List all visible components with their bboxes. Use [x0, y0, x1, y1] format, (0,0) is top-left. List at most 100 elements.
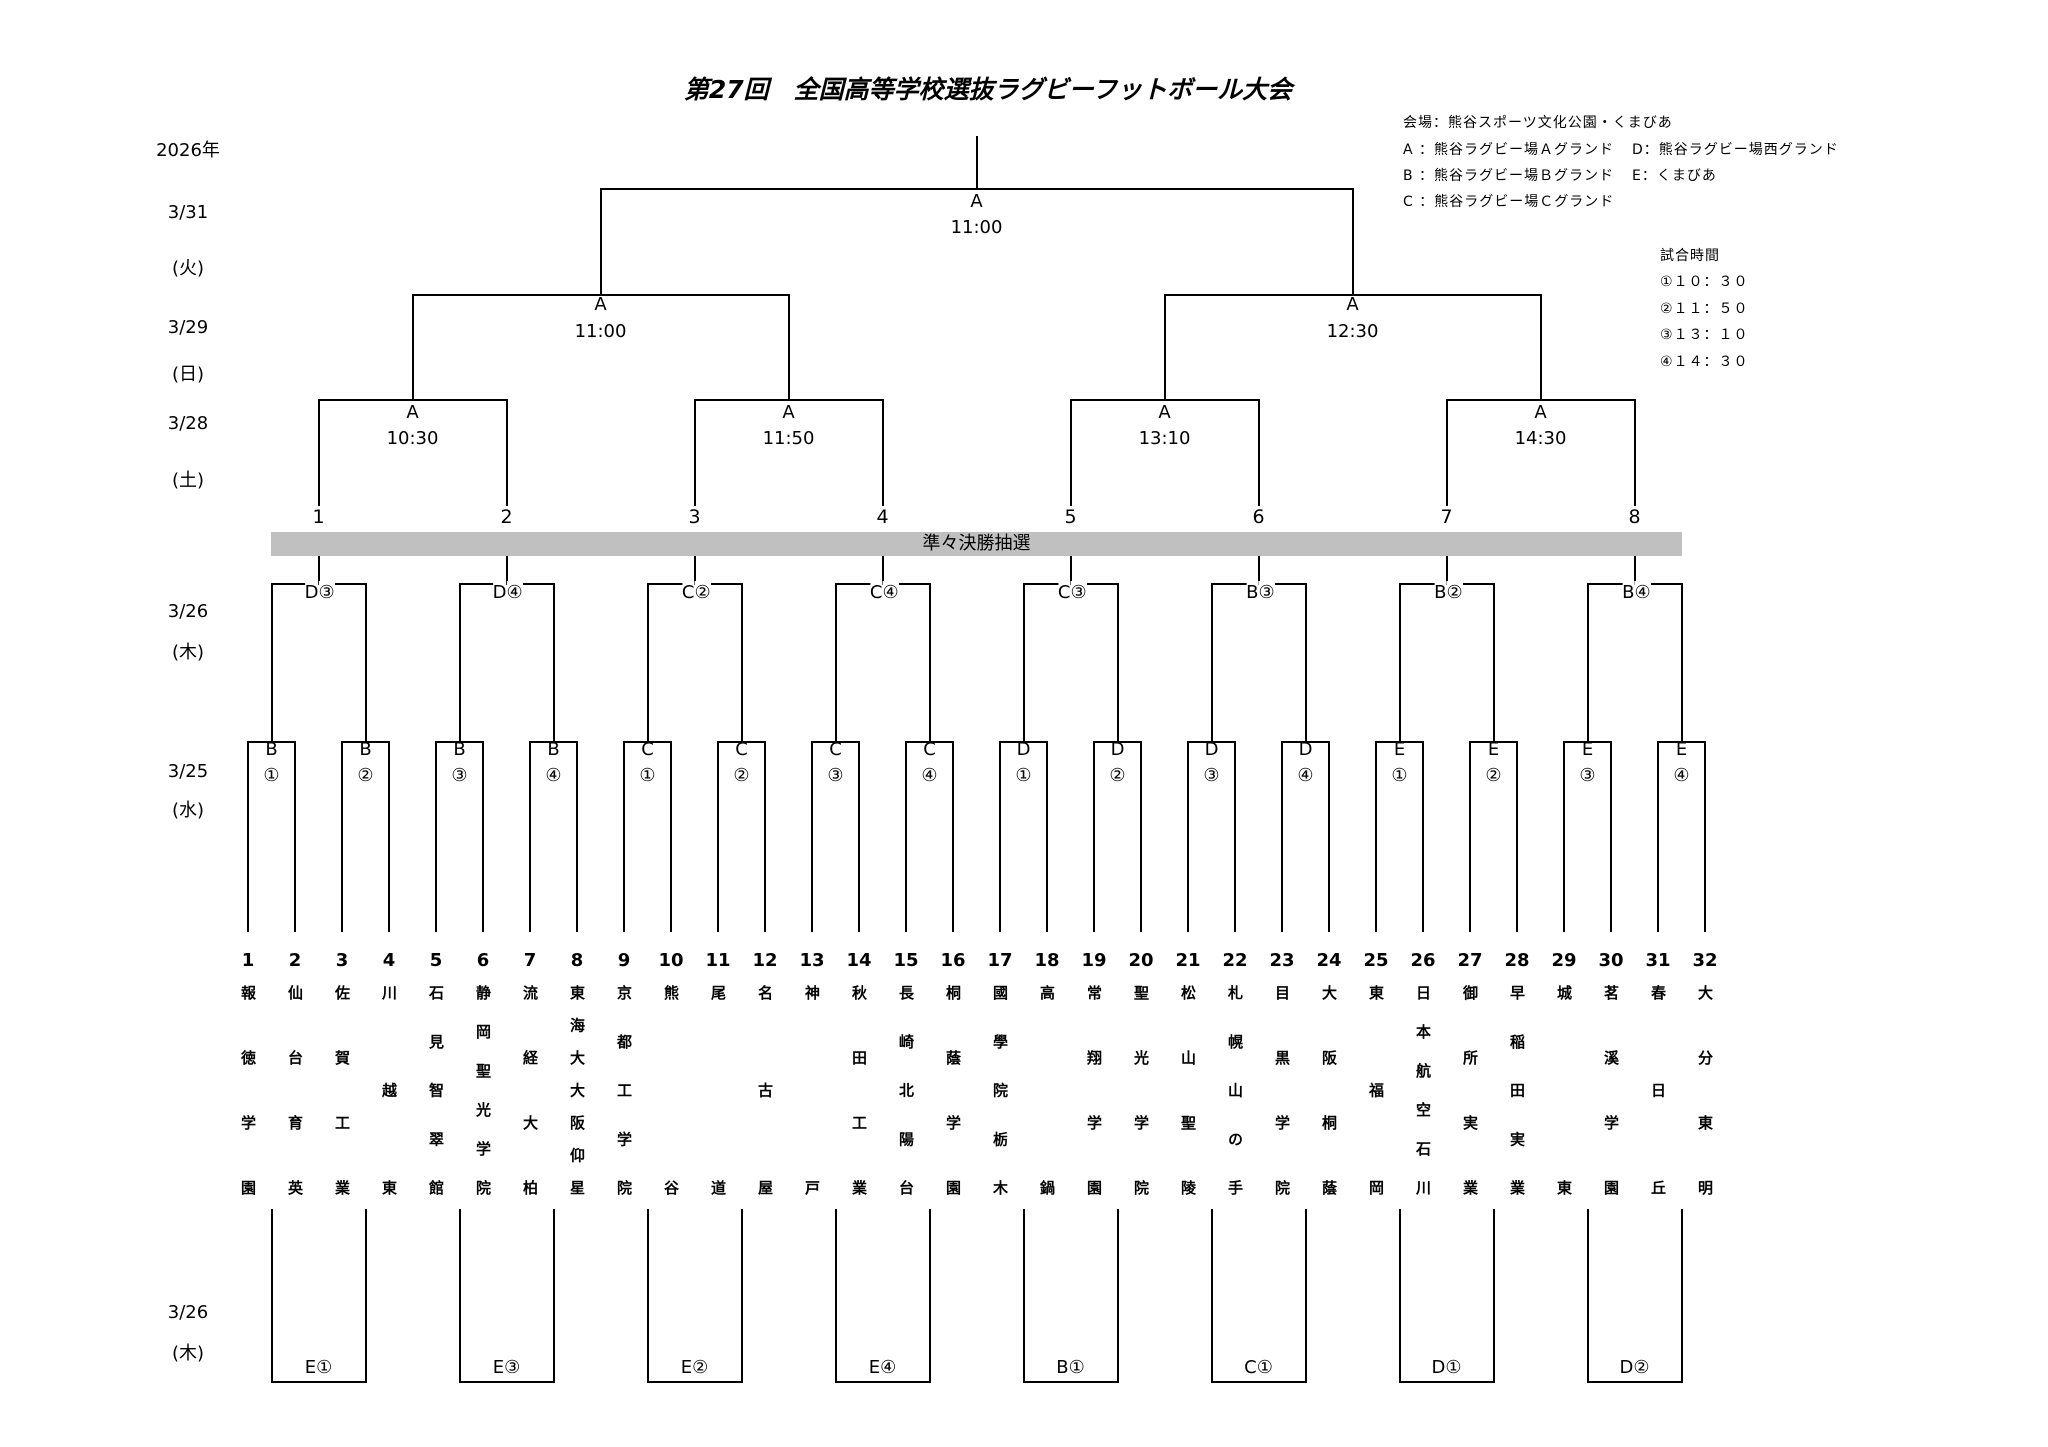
team-seed-number: 2: [288, 950, 302, 971]
quarterfinal-day: (土): [171, 470, 205, 491]
round1-slot: ④: [921, 765, 938, 786]
team-seed-number: 7: [523, 950, 537, 971]
team-name: 桐蔭学園: [944, 985, 962, 1245]
round2-winner-line: [505, 556, 508, 583]
round1-venue: C: [829, 739, 842, 760]
round2-winner-line: [693, 556, 696, 583]
round1-match-bracket: [247, 741, 296, 932]
quarterfinal-venue: A: [782, 402, 795, 423]
round2-match-bracket: [270, 583, 367, 741]
quarterfinal-bracket: [1069, 399, 1260, 506]
venue-c: C ：熊谷ラグビー場Ｃグランド: [1403, 194, 1615, 210]
consolation-bracket: [646, 1209, 743, 1383]
round1-slot: ④: [1297, 765, 1314, 786]
round1-venue: C: [641, 739, 654, 760]
team-name: 石見智翠館: [427, 985, 445, 1229]
draw-slot-number: 4: [876, 506, 889, 528]
round2-label-slot: ③: [1070, 581, 1087, 605]
page-title: 第27回 全国高等学校選抜ラグビーフットボール大会: [683, 75, 1293, 104]
quarterfinal-venue: A: [406, 402, 419, 423]
quarterfinal-time: 13:10: [1138, 428, 1191, 449]
team-name: 城東: [1555, 985, 1573, 1375]
quarterfinal-time: 10:30: [386, 428, 439, 449]
round1-slot: ②: [733, 765, 750, 786]
draw-slot-number: 8: [1628, 506, 1641, 528]
round1-match-bracket: [529, 741, 578, 932]
round2-day: (木): [171, 642, 205, 663]
draw-slot-number: 6: [1252, 506, 1265, 528]
round1-match-bracket: [1375, 741, 1424, 932]
round1-match-bracket: [623, 741, 672, 932]
round1-venue: C: [923, 739, 936, 760]
round2-label-venue: C: [681, 581, 695, 605]
final-bracket: [599, 188, 1354, 294]
team-seed-number: 30: [1598, 950, 1624, 971]
match-time-1: ①１０：３０: [1660, 274, 1749, 290]
team-name: 秋田工業: [850, 985, 868, 1245]
match-time-4: ④１４：３０: [1660, 354, 1749, 370]
team-name: 熊谷: [662, 985, 680, 1375]
team-seed-number: 4: [382, 950, 396, 971]
round2-match-bracket: [458, 583, 555, 741]
round2-label-venue: D: [304, 581, 319, 605]
round2-match-bracket: [1586, 583, 1683, 741]
team-name: 札幌山の手: [1226, 985, 1244, 1229]
round1-slot: ②: [1485, 765, 1502, 786]
round2-label-venue: B: [1246, 581, 1259, 605]
team-seed-number: 29: [1551, 950, 1577, 971]
round2-label-venue: B: [1434, 581, 1447, 605]
year-label: 2026年: [156, 140, 220, 161]
semifinal-day: (日): [171, 364, 205, 385]
round1-venue: E: [1581, 739, 1594, 760]
consolation-label: B①: [1056, 1357, 1085, 1378]
consolation-label: E④: [868, 1357, 897, 1378]
round1-slot: ②: [1109, 765, 1126, 786]
team-name: 仙台育英: [286, 985, 304, 1245]
team-seed-number: 21: [1175, 950, 1201, 971]
semifinal-time: 11:00: [574, 321, 627, 342]
round1-slot: ④: [545, 765, 562, 786]
round2-match-bracket: [1398, 583, 1495, 741]
round2-label-slot: ④: [506, 581, 523, 605]
round1-match-bracket: [341, 741, 390, 932]
round1-match-bracket: [717, 741, 766, 932]
consolation-bracket: [834, 1209, 931, 1383]
consolation-label: E③: [492, 1357, 521, 1378]
round2-label-venue: D: [492, 581, 507, 605]
quarterfinal-time: 11:50: [762, 428, 815, 449]
round1-match-bracket: [999, 741, 1048, 932]
team-seed-number: 5: [429, 950, 443, 971]
team-name: 長崎北陽台: [897, 985, 915, 1229]
round1-match-bracket: [1281, 741, 1330, 932]
consolation-label: C①: [1244, 1357, 1273, 1378]
team-seed-number: 1: [241, 950, 255, 971]
champion-line: [975, 136, 978, 188]
final-day: (火): [171, 258, 205, 279]
consolation-bracket: [1586, 1209, 1683, 1383]
consolation-label: D①: [1431, 1357, 1462, 1378]
team-name: 御所実業: [1461, 985, 1479, 1245]
team-seed-number: 23: [1269, 950, 1295, 971]
team-seed-number: 3: [335, 950, 349, 971]
round1-venue: B: [547, 739, 560, 760]
team-name: 尾道: [709, 985, 727, 1375]
team-seed-number: 28: [1504, 950, 1530, 971]
team-name: 京都工学院: [615, 985, 633, 1229]
team-seed-number: 19: [1081, 950, 1107, 971]
round2-date: 3/26: [167, 601, 209, 622]
team-seed-number: 25: [1363, 950, 1389, 971]
team-name: 茗溪学園: [1602, 985, 1620, 1245]
venue-e: E：くまびあ: [1632, 168, 1717, 184]
team-name: 川越東: [380, 985, 398, 1278]
team-name: 大阪桐蔭: [1320, 985, 1338, 1245]
team-name: 松山聖陵: [1179, 985, 1197, 1245]
round1-venue: E: [1487, 739, 1500, 760]
consolation-bracket: [458, 1209, 555, 1383]
round2-label-slot: ②: [694, 581, 711, 605]
team-seed-number: 24: [1316, 950, 1342, 971]
round1-venue: E: [1393, 739, 1406, 760]
team-name: 東海大大阪仰星: [568, 985, 586, 1213]
draw-slot-number: 7: [1440, 506, 1453, 528]
round1-slot: ①: [639, 765, 656, 786]
round1-match-bracket: [1563, 741, 1612, 932]
